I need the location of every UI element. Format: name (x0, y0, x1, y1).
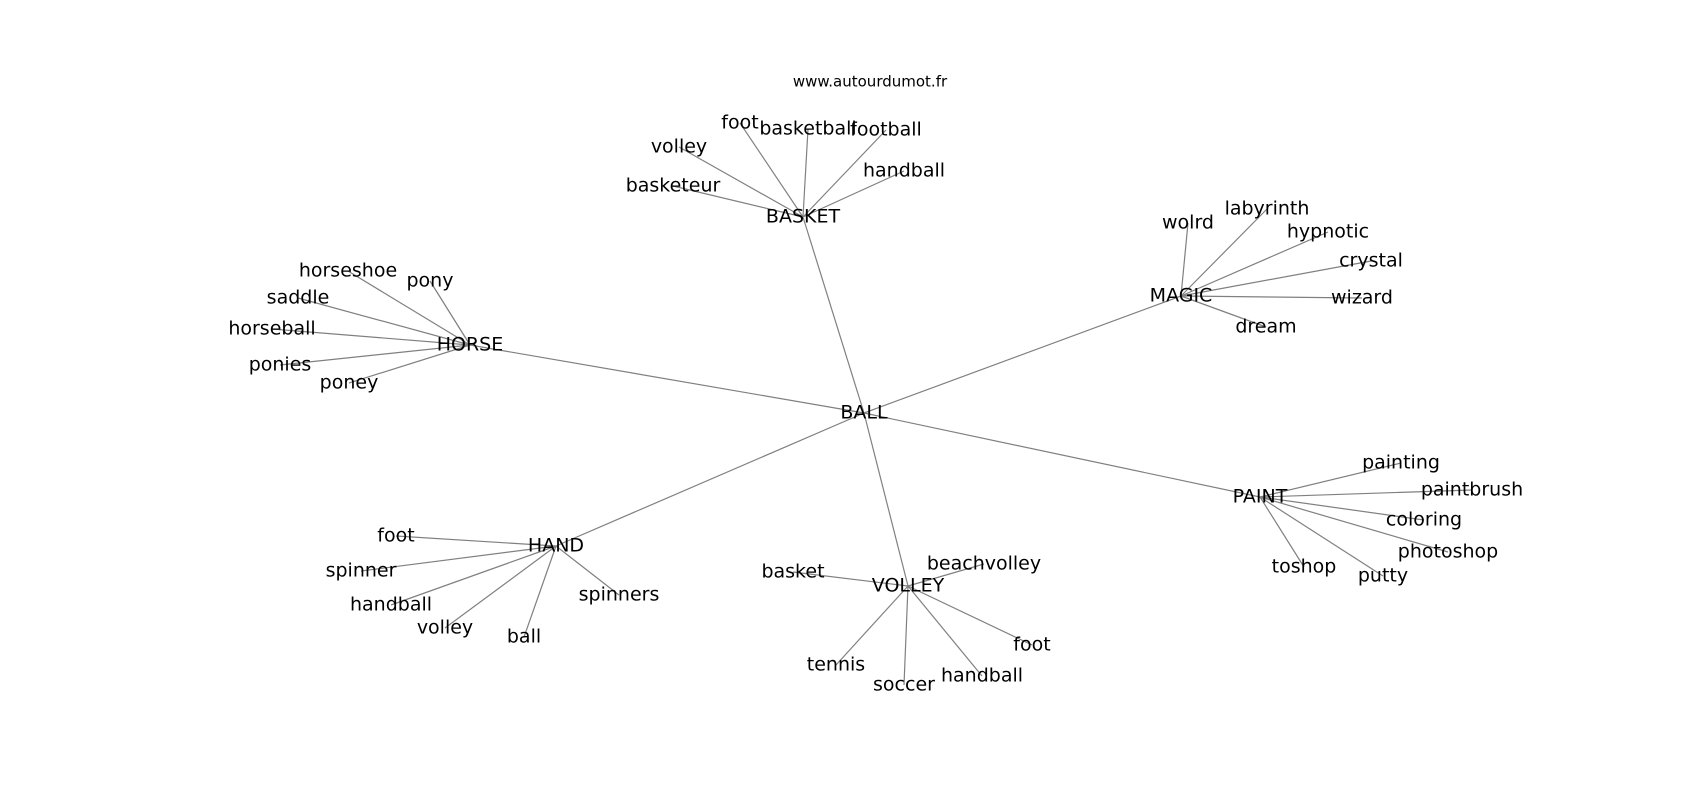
leaf-node: photoshop (1398, 541, 1498, 563)
leaf-node: basketeur (626, 175, 721, 197)
edges-layer (271, 122, 1473, 686)
leaf-node: spinners (579, 584, 660, 606)
edge-center-volley (863, 412, 909, 587)
leaf-node: handball (863, 160, 945, 182)
edge-basket-leaf (739, 122, 804, 218)
edge-magic-leaf (1180, 295, 1363, 299)
edge-volley-leaf (835, 585, 909, 666)
leaf-node: handball (941, 665, 1023, 687)
leaf-node: horseball (228, 318, 315, 340)
leaf-node: handball (350, 594, 432, 616)
edge-hand-leaf (390, 545, 557, 606)
leaf-node: coloring (1386, 509, 1462, 531)
edge-basket-leaf (678, 146, 804, 218)
leaf-node: crystal (1339, 250, 1403, 272)
edge-paint-leaf (1259, 496, 1449, 553)
edge-horse-leaf (297, 297, 471, 346)
edge-basket-leaf (802, 170, 905, 218)
edge-basket-leaf (802, 128, 809, 218)
leaf-node: ponies (249, 354, 312, 376)
edge-center-paint (863, 412, 1261, 498)
leaf-node: horseshoe (299, 260, 397, 282)
hub-node: HAND (528, 535, 584, 557)
edge-hand-leaf (444, 545, 557, 629)
edge-hand-leaf (523, 545, 557, 638)
edge-hand-leaf (555, 545, 620, 596)
hub-node: BASKET (766, 206, 841, 228)
edge-horse-leaf (279, 344, 471, 366)
leaf-node: volley (651, 136, 707, 158)
leaf-node: saddle (267, 287, 330, 309)
leaf-node: football (850, 119, 922, 141)
edge-hand-leaf (395, 535, 557, 547)
center-node: BALL (840, 402, 888, 424)
leaf-node: basket (761, 561, 824, 583)
edge-volley-leaf (903, 585, 909, 686)
leaf-node: wolrd (1162, 212, 1214, 234)
hub-node: HORSE (437, 334, 504, 356)
site-url: www.autourdumot.fr (793, 73, 948, 91)
leaf-node: labyrinth (1225, 198, 1310, 220)
hub-node: PAINT (1233, 486, 1288, 508)
edge-volley-leaf (907, 585, 1033, 646)
edge-magic-leaf (1180, 295, 1267, 328)
leaf-node: basketball (759, 118, 856, 140)
edge-hand-leaf (360, 545, 557, 572)
edge-center-basket (802, 216, 865, 414)
edge-horse-leaf (429, 280, 471, 346)
edge-magic-leaf (1180, 231, 1329, 297)
leaf-node: foot (1013, 634, 1050, 656)
edge-horse-leaf (271, 328, 471, 346)
edge-basket-leaf (802, 129, 887, 218)
leaf-node: poney (320, 372, 379, 394)
edge-volley-leaf (907, 585, 983, 677)
edge-paint-leaf (1259, 496, 1384, 577)
hub-node: MAGIC (1150, 285, 1213, 307)
leaf-node: dream (1235, 316, 1296, 338)
leaf-node: beachvolley (927, 553, 1041, 575)
edge-magic-leaf (1180, 222, 1189, 297)
edge-paint-leaf (1259, 489, 1473, 498)
leaf-node: soccer (873, 674, 935, 696)
leaf-node: paintbrush (1421, 479, 1523, 501)
edge-basket-leaf (672, 185, 804, 218)
leaf-node: painting (1362, 452, 1440, 474)
edge-paint-leaf (1259, 462, 1402, 498)
edge-paint-leaf (1259, 496, 1305, 568)
edge-magic-leaf (1180, 260, 1372, 297)
hub-node: VOLLEY (872, 575, 945, 597)
leaf-node: foot (721, 112, 758, 134)
edge-horse-leaf (347, 270, 471, 346)
leaf-node: foot (377, 525, 414, 547)
edge-paint-leaf (1259, 496, 1425, 521)
leaf-node: wizard (1331, 287, 1393, 309)
leaf-node: toshop (1272, 556, 1337, 578)
leaf-node: pony (407, 270, 454, 292)
edge-volley-leaf (792, 571, 909, 587)
edge-horse-leaf (348, 344, 471, 384)
edge-volley-leaf (907, 563, 985, 587)
edge-center-horse (469, 344, 865, 414)
leaf-node: spinner (326, 560, 397, 582)
leaf-node: tennis (807, 654, 865, 676)
leaf-node: hypnotic (1287, 221, 1369, 243)
leaf-node: ball (507, 626, 541, 648)
edge-magic-leaf (1180, 208, 1268, 297)
edge-center-hand (555, 412, 865, 547)
leaf-node: putty (1358, 565, 1408, 587)
edge-center-magic (863, 295, 1182, 414)
leaf-node: volley (417, 617, 473, 639)
